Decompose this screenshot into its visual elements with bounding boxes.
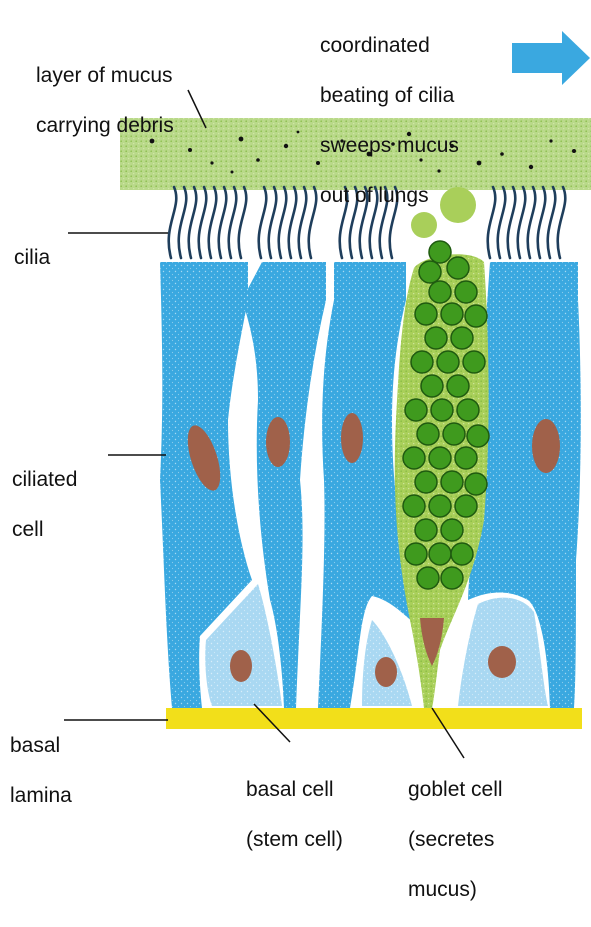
label-mucus-line-2: carrying debris — [36, 113, 174, 138]
label-ciliated-line-1: ciliated — [12, 467, 77, 492]
label-mucus-line-1: layer of mucus — [36, 63, 174, 88]
label-basal-cell-line-1: basal cell — [246, 777, 343, 802]
label-goblet-line-3: mucus) — [408, 877, 503, 902]
basal-lamina — [166, 708, 582, 729]
label-ciliated-line-2: cell — [12, 517, 77, 542]
label-cilia-text: cilia — [14, 245, 50, 270]
label-lamina-line-1: basal — [10, 733, 72, 758]
label-lamina-line-2: lamina — [10, 783, 72, 808]
basal-cells — [205, 584, 548, 706]
label-basal-cell-line-2: (stem cell) — [246, 827, 343, 852]
label-basal-lamina: basal lamina — [10, 708, 72, 833]
label-goblet-cell: goblet cell (secretes mucus) — [408, 752, 503, 927]
label-mucus-layer: layer of mucus carrying debris — [36, 38, 174, 163]
label-goblet-line-1: goblet cell — [408, 777, 503, 802]
label-beating-line-4: out of lungs — [320, 183, 459, 208]
label-goblet-line-2: (secretes — [408, 827, 503, 852]
label-beating-line-3: sweeps mucus — [320, 133, 459, 158]
arrow-right-icon — [512, 31, 590, 85]
label-basal-cell: basal cell (stem cell) — [246, 752, 343, 877]
label-ciliated-cell: ciliated cell — [12, 442, 77, 567]
label-beating-line-1: coordinated — [320, 33, 459, 58]
label-beating-line-2: beating of cilia — [320, 83, 459, 108]
label-cilia: cilia — [14, 220, 50, 295]
label-coordinated-beating: coordinated beating of cilia sweeps mucu… — [320, 8, 459, 233]
